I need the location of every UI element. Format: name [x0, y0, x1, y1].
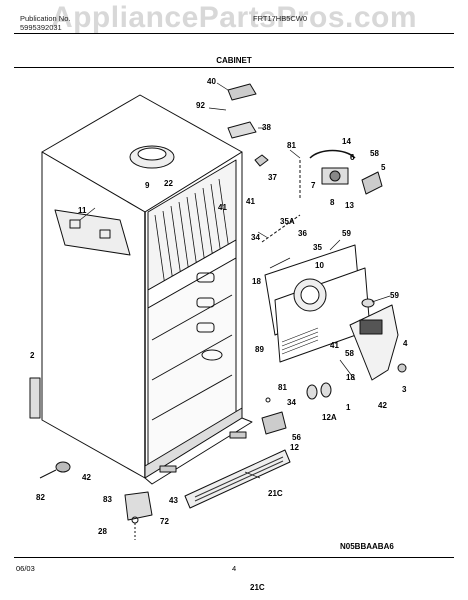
callout-label: 81	[287, 141, 296, 150]
leader-lines	[79, 82, 391, 479]
callout-label: 72	[160, 517, 169, 526]
callout-label: 92	[196, 101, 205, 110]
part-37	[254, 154, 269, 167]
callout-label: 9	[145, 181, 150, 190]
evaporator-cover-panel	[261, 214, 371, 363]
callout-label: 11	[78, 206, 87, 215]
callout-label: 41	[246, 197, 255, 206]
callout-label: 21C	[250, 583, 265, 592]
callout-label: 8	[330, 198, 335, 207]
callout-label: 37	[268, 173, 277, 182]
callout-label: 58	[370, 149, 379, 158]
diagram-code: N05BBAABA6	[340, 542, 394, 551]
callout-label: 21C	[268, 489, 283, 498]
callout-label: 81	[278, 383, 287, 392]
publication-number: 5995392031	[20, 23, 62, 32]
thermostat-hardware	[261, 382, 332, 435]
callout-label: 4	[403, 339, 408, 348]
callout-label: 41	[218, 203, 227, 212]
section-title: CABINET	[216, 56, 252, 65]
side-air-channel	[54, 209, 131, 256]
air-tower	[349, 304, 407, 381]
callout-label: 38	[262, 123, 271, 132]
watermark: AppliancePartsPros.com	[50, 1, 418, 34]
callout-label: 35	[313, 243, 322, 252]
callout-label: 34	[287, 398, 296, 407]
callout-label: 89	[255, 345, 264, 354]
callout-label: 35A	[280, 217, 295, 226]
part-11	[361, 298, 375, 308]
callout-label: 42	[82, 473, 91, 482]
model-number: FRT17HB5CW0	[253, 14, 308, 23]
callout-label: 13	[345, 201, 354, 210]
callout-label: 1	[346, 403, 351, 412]
callout-label: 83	[103, 495, 112, 504]
footer-rule	[14, 557, 454, 558]
publication-label: Publication No.	[20, 14, 71, 23]
callout-label: 10	[315, 261, 324, 270]
bottom-frame	[144, 417, 253, 485]
callout-label: 42	[378, 401, 387, 410]
callout-label: 18	[252, 277, 261, 286]
evaporator-fan-assembly	[299, 149, 383, 200]
callout-label: 12	[290, 443, 299, 452]
callout-label: 59	[342, 229, 351, 238]
callout-label: 43	[169, 496, 178, 505]
callout-label: 41	[330, 341, 339, 350]
callout-label: 18	[346, 373, 355, 382]
callout-label: 2	[30, 351, 35, 360]
page-number: 4	[232, 564, 237, 573]
callout-label: 14	[342, 137, 351, 146]
callout-label: 12A	[322, 413, 337, 422]
callout-label: 56	[292, 433, 301, 442]
top-light-housing	[129, 145, 175, 169]
callout-label: 82	[36, 493, 45, 502]
callout-label: 5	[381, 163, 386, 172]
bottom-hinge	[124, 491, 153, 540]
callout-label: 22	[164, 179, 173, 188]
callout-label: 34	[251, 233, 260, 242]
callout-label: 36	[298, 229, 307, 238]
title-rule	[14, 67, 454, 68]
side-bracket	[29, 377, 41, 419]
callout-label: 3	[402, 385, 407, 394]
callout-label: 59	[390, 291, 399, 300]
header-rule	[14, 33, 454, 34]
callout-label: 7	[311, 181, 316, 190]
callout-label: 6	[350, 153, 355, 162]
footer-date: 06/03	[16, 564, 35, 573]
toe-grille	[184, 449, 291, 509]
callout-label: 28	[98, 527, 107, 536]
top-hinge-cover	[227, 83, 257, 139]
leveling-leg	[39, 461, 71, 479]
callout-label: 58	[345, 349, 354, 358]
callout-label: 40	[207, 77, 216, 86]
